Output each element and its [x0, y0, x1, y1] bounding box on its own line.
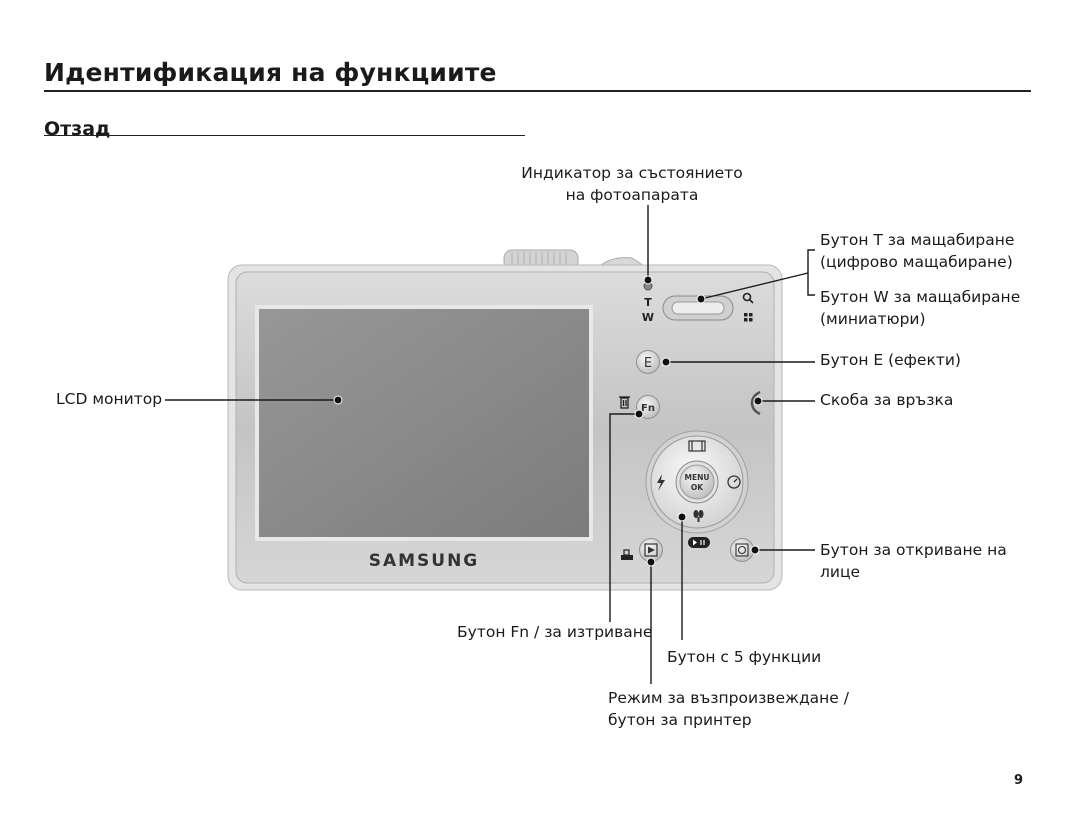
callout-lines [165, 205, 815, 684]
playback-printer-line-2: бутон за принтер [608, 711, 752, 729]
display-icon [688, 440, 706, 452]
brand-logo: SAMSUNG [369, 551, 480, 571]
zoom-w-mark: W [642, 311, 654, 324]
shutter-button [598, 257, 646, 267]
zoom-t-line-1: Бутон T за мащабиране [820, 231, 1015, 249]
callout-dots [333, 275, 763, 567]
fn-delete-label: Бутон Fn / за изтриване [457, 623, 653, 641]
printer-icon [621, 549, 633, 560]
zoom-w-line-1: Бутон W за мащабиране [820, 288, 1021, 306]
face-detection-button[interactable] [730, 538, 754, 562]
flash-icon [657, 474, 665, 491]
fn-button-mark: Fn [641, 403, 655, 414]
zoom-w-label: Бутон W за мащабиране (миниатюри) [820, 286, 1020, 330]
status-indicator-line-2: на фотоапарата [565, 186, 699, 204]
face-detection-line-1: Бутон за откриване на [820, 541, 1007, 559]
zoom-t-label: Бутон T за мащабиране (цифрово мащабиран… [820, 229, 1014, 273]
zoom-w-line-2: (миниатюри) [820, 310, 926, 328]
subtitle-underline [44, 135, 525, 136]
effects-button-mark: E [644, 356, 652, 371]
menu-label: MENU [685, 473, 710, 482]
effects-button[interactable] [636, 350, 660, 374]
trash-icon [619, 396, 630, 409]
wide-thumbnail-icon [744, 313, 753, 322]
face-detection-label: Бутон за откриване на лице [820, 539, 1007, 583]
play-pause-icon [688, 537, 710, 548]
lcd-monitor-label: LCD монитор [56, 390, 163, 408]
strap-eyelet [750, 390, 761, 416]
page-number: 9 [1014, 773, 1024, 788]
zoom-t-line-2: (цифрово мащабиране) [820, 253, 1013, 271]
zoom-lever[interactable] [662, 295, 734, 321]
self-timer-icon [727, 475, 741, 489]
face-detection-icon [735, 543, 749, 557]
status-indicator-label: Индикатор за състоянието на фотоапарата [516, 162, 748, 206]
ok-label: OK [691, 483, 704, 492]
five-function-button[interactable] [645, 430, 749, 534]
playback-icon [648, 546, 655, 554]
zoom-t-mark: T [644, 296, 652, 309]
section-subtitle: Отзад [44, 118, 111, 140]
macro-icon [693, 510, 704, 522]
effects-button-label: Бутон E (ефекти) [820, 351, 961, 369]
title-underline [44, 90, 1031, 92]
strap-eyelet-label: Скоба за връзка [820, 391, 954, 409]
status-indicator-line-1: Индикатор за състоянието [521, 164, 743, 182]
playback-printer-line-1: Режим за възпроизвеждане / [608, 689, 849, 707]
face-detection-line-2: лице [820, 563, 861, 581]
tele-magnifier-icon [742, 292, 754, 304]
five-function-label: Бутон с 5 функции [667, 648, 822, 666]
page-title: Идентификация на функциите [44, 58, 497, 87]
lcd-monitor [255, 305, 593, 541]
playback-printer-label: Режим за възпроизвеждане / бутон за прин… [608, 687, 849, 731]
